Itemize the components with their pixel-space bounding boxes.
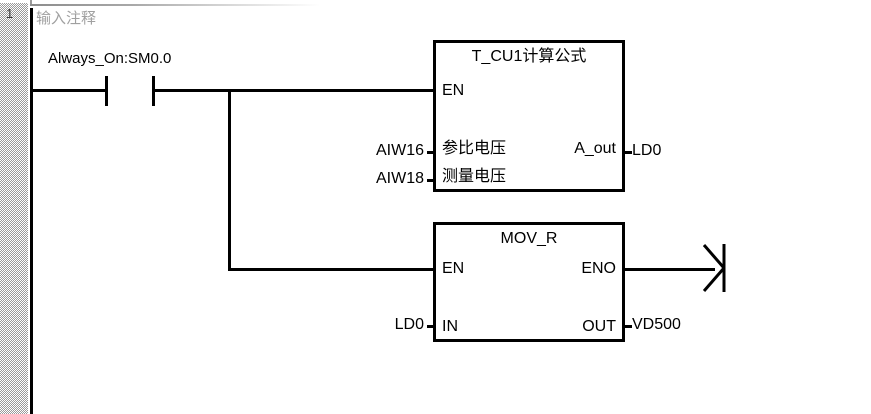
function-block-t-cu1[interactable]: T_CU1计算公式 EN 参比电压 测量电压 A_out bbox=[433, 40, 625, 192]
rung-number-label: 1 bbox=[6, 6, 14, 21]
block2-pin-in: IN bbox=[442, 318, 458, 335]
block1-stub-a-out bbox=[624, 151, 632, 154]
wire-branch-to-block2-en bbox=[228, 268, 434, 271]
block2-pin-eno: ENO bbox=[581, 260, 616, 277]
flow-continuation-arrow-icon[interactable] bbox=[703, 243, 737, 295]
block1-operand-aiw18[interactable]: AIW18 bbox=[375, 170, 424, 187]
gutter-top-cap bbox=[0, 0, 28, 3]
block2-operand-ld0[interactable]: LD0 bbox=[394, 316, 424, 333]
rung-gutter bbox=[0, 0, 28, 414]
block2-operand-vd500[interactable]: VD500 bbox=[632, 316, 681, 333]
contact-left-bar[interactable] bbox=[105, 76, 108, 106]
wire-branch-to-block1-en bbox=[228, 89, 434, 92]
branch-vertical-wire bbox=[228, 89, 231, 271]
separator-tick bbox=[30, 0, 32, 4]
wire-eno-to-terminator bbox=[624, 268, 715, 271]
block2-stub-out bbox=[624, 325, 632, 328]
block2-pin-en: EN bbox=[442, 260, 465, 277]
function-block-mov-r[interactable]: MOV_R EN IN ENO OUT bbox=[433, 222, 625, 342]
block1-stub-aiw18 bbox=[427, 179, 435, 182]
wire-rail-to-contact bbox=[31, 89, 107, 92]
left-power-rail bbox=[30, 8, 33, 414]
block1-stub-aiw16 bbox=[427, 151, 435, 154]
block2-pin-out: OUT bbox=[582, 318, 616, 335]
rung-comment-text: 输入注释 bbox=[36, 10, 97, 27]
block1-pin-en: EN bbox=[442, 82, 465, 99]
contact-right-bar[interactable] bbox=[152, 76, 155, 106]
network-separator-rule bbox=[30, 4, 320, 6]
block1-pin-ref-voltage: 参比电压 bbox=[442, 140, 507, 157]
contact-label-always-on: Always_On:SM0.0 bbox=[48, 50, 172, 67]
block1-pin-measured-voltage: 测量电压 bbox=[442, 168, 507, 185]
block2-title: MOV_R bbox=[500, 230, 558, 247]
block1-operand-ld0[interactable]: LD0 bbox=[632, 142, 662, 159]
wire-contact-to-branch bbox=[154, 89, 231, 92]
block2-stub-in bbox=[427, 325, 435, 328]
block1-pin-a-out: A_out bbox=[574, 140, 616, 157]
block1-title: T_CU1计算公式 bbox=[471, 48, 587, 65]
block1-operand-aiw16[interactable]: AIW16 bbox=[375, 142, 424, 159]
